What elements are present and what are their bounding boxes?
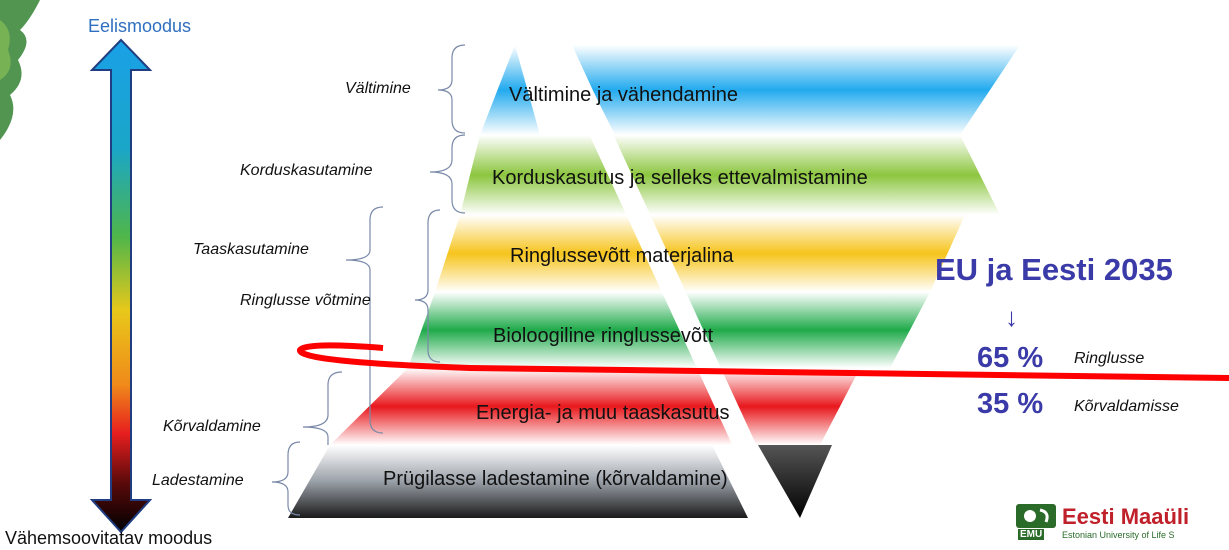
bottom-label: Vähemsoovitatav moodus — [5, 528, 213, 548]
preference-arrow — [89, 38, 153, 534]
logo-subtitle: Estonian University of Life S — [1062, 530, 1175, 540]
logo-abbr: EMU — [1018, 529, 1045, 540]
logo-name: Eesti Maaüli — [1062, 504, 1190, 529]
band-bioloogiline — [408, 292, 930, 368]
label-taaskasutamine: Taaskasutamine — [193, 241, 309, 258]
target-title: EU ja Eesti 2035 — [935, 252, 1173, 287]
label-ringlusse: Ringlusse võtmine — [240, 292, 371, 309]
recycle-label: Ringlusse — [1074, 350, 1145, 367]
level-2: Korduskasutus ja selleks ettevalmistamin… — [492, 167, 868, 189]
recycle-percent: 65 % — [977, 342, 1044, 374]
disposal-percent: 35 % — [977, 388, 1044, 420]
band-vahendamine — [570, 45, 1020, 135]
band-valtimine — [480, 45, 540, 135]
level-4: Bioloogiline ringlussevõtt — [493, 325, 714, 347]
band-korduskasutus — [460, 135, 1000, 215]
divider-line — [297, 342, 1229, 381]
leaf-decoration — [0, 0, 40, 140]
label-ladestamine: Ladestamine — [152, 472, 244, 489]
logo-icon — [1016, 504, 1056, 528]
label-valtimine: Vältimine — [345, 80, 411, 97]
diagonal-gap — [548, 45, 790, 518]
label-korvaldamine: Kõrvaldamine — [163, 418, 261, 435]
label-korduskasutamine: Korduskasutamine — [240, 162, 373, 179]
level-3: Ringlussevõtt materjalina — [510, 245, 734, 267]
band-ringlussevott — [435, 215, 965, 292]
disposal-label: Kõrvaldamisse — [1074, 398, 1179, 415]
down-arrow-icon: ↓ — [1005, 302, 1018, 332]
university-logo: EMU Eesti Maaüli Estonian University of … — [1014, 502, 1229, 550]
band-tip — [758, 445, 832, 518]
level-6: Prügilasse ladestamine (kõrvaldamine) — [383, 468, 728, 490]
braces — [271, 44, 466, 516]
band-prugila — [288, 445, 748, 518]
top-label: Eelismoodus — [88, 16, 192, 36]
level-1: Vältimine ja vähendamine — [509, 84, 739, 106]
level-5: Energia- ja muu taaskasutus — [476, 402, 730, 424]
